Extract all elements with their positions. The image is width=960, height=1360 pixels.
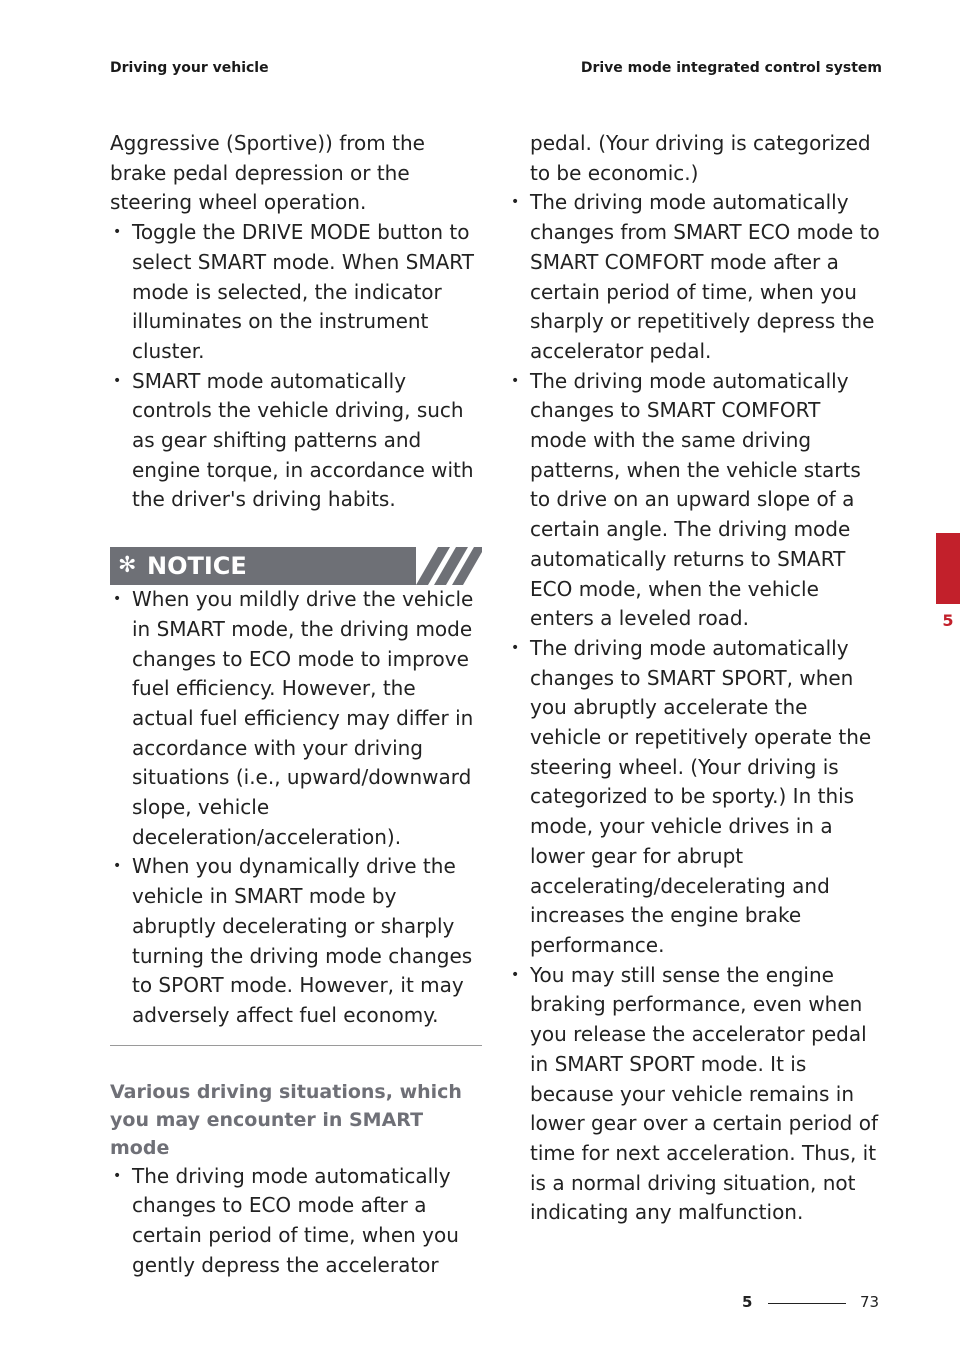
- asterisk-icon: ✻: [118, 553, 137, 579]
- list-item: The driving mode automatically changes t…: [110, 1162, 482, 1281]
- list-item: When you dynamically drive the vehicle i…: [110, 852, 482, 1030]
- list-item: The driving mode automatically changes f…: [508, 188, 880, 366]
- notice-title: NOTICE: [147, 552, 247, 581]
- intro-paragraph: Aggressive (Sportive)) from the brake pe…: [110, 131, 425, 215]
- header-chapter-title: Drive mode integrated control system: [580, 60, 882, 76]
- right-column: pedal. (Your driving is categorized to b…: [508, 129, 880, 1228]
- notice-list: When you mildly drive the vehicle in SMA…: [110, 585, 482, 1031]
- footer-section-number: 5: [742, 1293, 753, 1311]
- footer-divider: [768, 1303, 846, 1304]
- driving-situations-list: The driving mode automatically changes t…: [110, 1162, 482, 1281]
- page-number: 73: [860, 1293, 880, 1311]
- list-item: SMART mode automatically controls the ve…: [110, 367, 482, 516]
- driving-situations-list-continued: The driving mode automatically changes f…: [508, 188, 880, 1228]
- notice-banner: ✻ NOTICE: [110, 547, 482, 586]
- chapter-tab-number: 5: [942, 611, 954, 630]
- continuation-paragraph: pedal. (Your driving is categorized to b…: [530, 131, 871, 185]
- list-item: You may still sense the engine braking p…: [508, 961, 880, 1228]
- list-item: Toggle the DRIVE MODE button to select S…: [110, 218, 482, 367]
- smart-mode-list: Toggle the DRIVE MODE button to select S…: [110, 218, 482, 515]
- list-item: When you mildly drive the vehicle in SMA…: [110, 585, 482, 852]
- list-item: The driving mode automatically changes t…: [508, 634, 880, 961]
- section-subheading: Various driving situations, which you ma…: [110, 1080, 462, 1159]
- left-column: Aggressive (Sportive)) from the brake pe…: [110, 129, 482, 1281]
- chapter-tab-gap: [936, 604, 960, 638]
- diagonal-stripes-icon: [416, 547, 482, 586]
- header-section-title: Driving your vehicle: [110, 60, 269, 76]
- notice-divider: [110, 1044, 482, 1046]
- list-item: The driving mode automatically changes t…: [508, 367, 880, 634]
